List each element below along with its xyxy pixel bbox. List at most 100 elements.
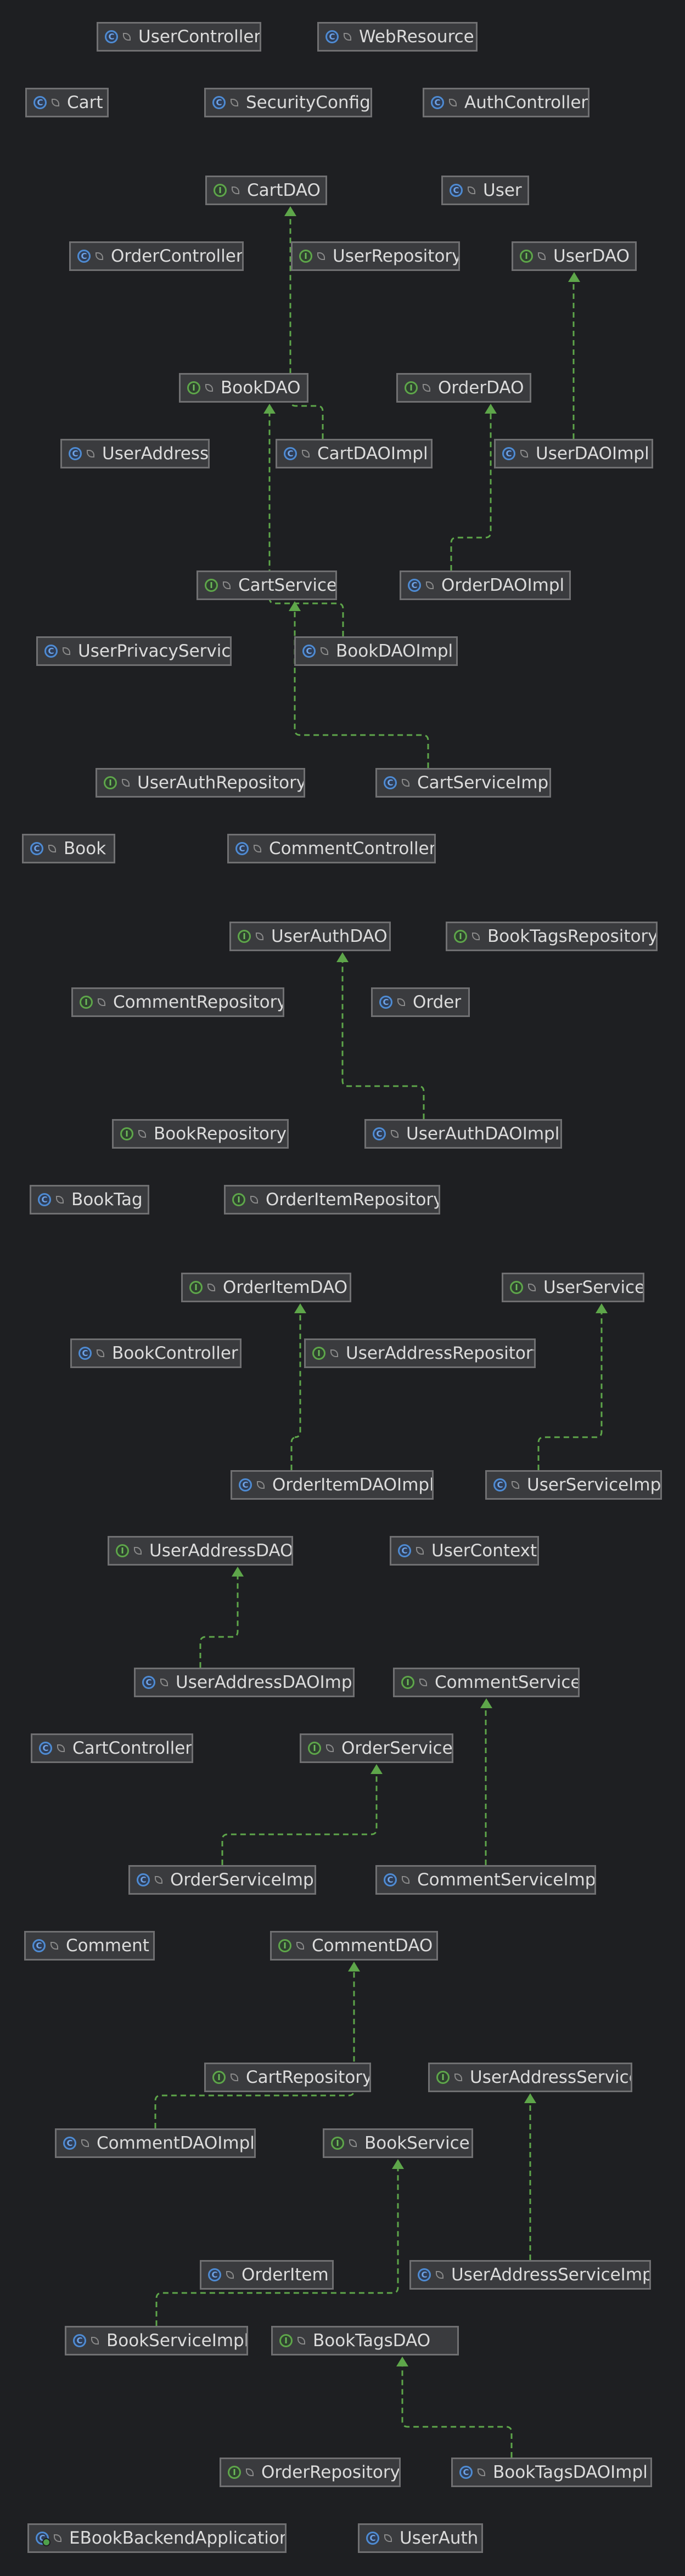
spring-leaf-icon [134, 1547, 142, 1555]
spring-leaf-icon [231, 99, 238, 106]
node-label: BookRepository [154, 1124, 287, 1144]
class-icon: C [38, 1193, 51, 1206]
interface-icon: I [214, 184, 227, 197]
spring-leaf-icon [454, 2074, 462, 2081]
class-icon: C [32, 1939, 46, 1952]
node-label: UserAuthRepository [137, 773, 305, 793]
spring-leaf-icon [528, 1284, 536, 1291]
class-icon: C [212, 96, 226, 109]
arrowhead-user-dao [568, 272, 580, 282]
node-label: BookDAO [221, 378, 301, 398]
class-icon: C [493, 1478, 507, 1492]
node-label: UserAddressService [470, 2067, 632, 2087]
node-order[interactable]: C Order [371, 987, 470, 1017]
node-label: UserAddressDAO [149, 1541, 293, 1561]
spring-leaf-icon [254, 845, 261, 852]
interface-icon: I [205, 579, 218, 592]
class-icon: C [208, 2268, 221, 2281]
spring-leaf-icon [232, 187, 239, 194]
spring-leaf-icon [54, 2534, 61, 2542]
node-user-address-service[interactable]: I UserAddressService [428, 2063, 632, 2092]
edge-order-item-dao-impl-to-order-item-dao [290, 1312, 301, 1470]
class-icon: C [398, 1544, 411, 1557]
class-icon: C [450, 184, 463, 197]
node-label: Order [413, 992, 462, 1012]
spring-leaf-icon [160, 1679, 168, 1686]
node-label: UserService [543, 1278, 644, 1297]
interface-icon: I [436, 2071, 450, 2084]
interface-icon: I [308, 1742, 321, 1755]
class-icon: C [379, 996, 392, 1009]
node-label: UserAuthDAO [271, 927, 388, 946]
interface-icon: I [80, 996, 93, 1009]
spring-leaf-icon [123, 33, 131, 41]
edge-order-service-impl-to-order-service [221, 1773, 378, 1865]
spring-leaf-icon [538, 252, 546, 260]
node-label: EBookBackendApplication [69, 2528, 287, 2548]
node-label: CartServiceImpl [417, 773, 551, 793]
spring-leaf-icon [122, 779, 130, 787]
spring-leaf-icon [349, 2139, 357, 2147]
spring-leaf-icon [330, 1349, 338, 1357]
interface-icon: I [238, 930, 251, 943]
node-user-auth-dao[interactable]: I UserAuthDAO [229, 922, 391, 951]
